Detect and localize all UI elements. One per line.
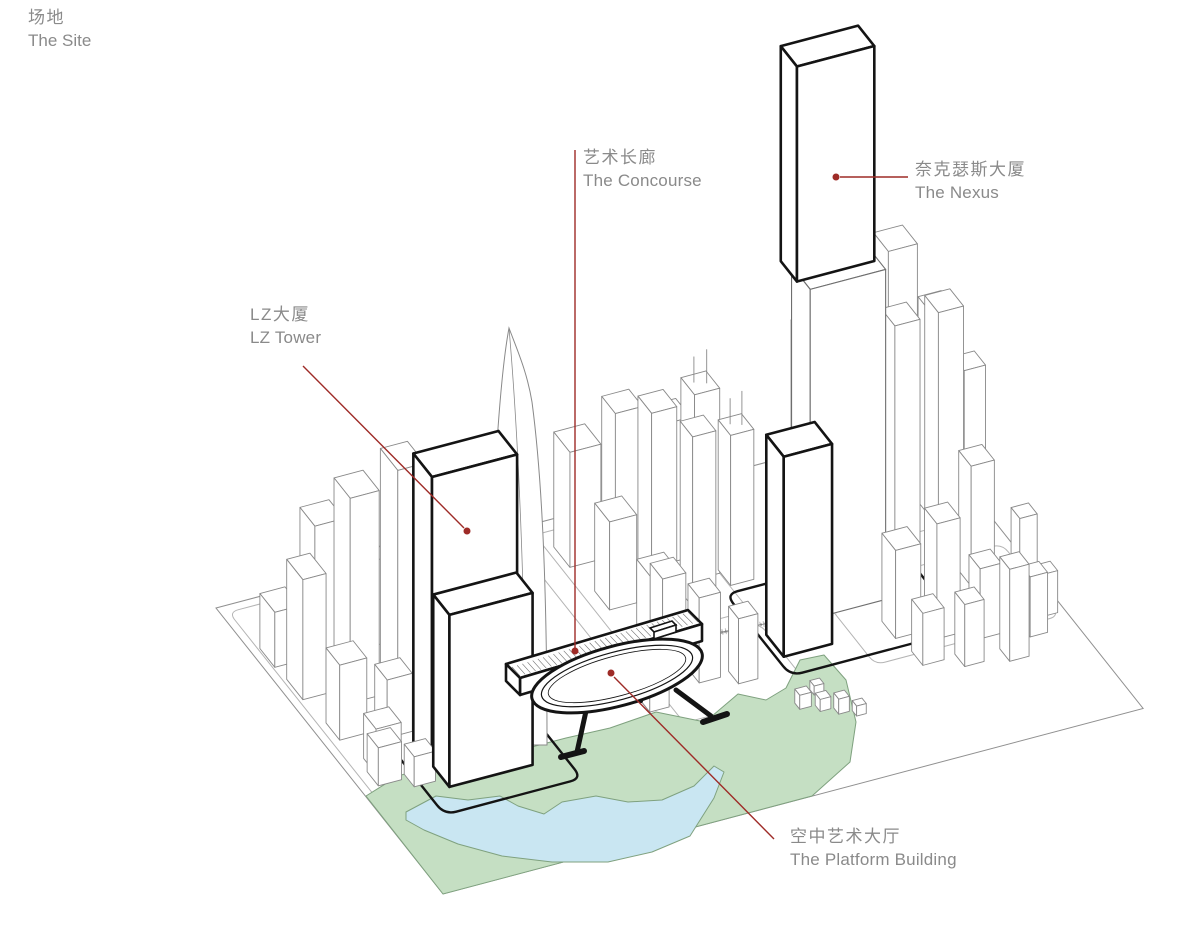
label-nexus-zh: 奈克瑟斯大厦 [915, 160, 1026, 179]
page-title-en: The Site [28, 31, 92, 50]
context-building-front [609, 514, 638, 611]
concourse-hatch [636, 627, 646, 639]
platform-leg-foot [558, 748, 587, 760]
label-nexus: 奈克瑟斯大厦 The Nexus [915, 158, 1026, 204]
leader-line-platform [613, 676, 775, 840]
context-building-front [302, 573, 327, 701]
concourse-hatch [511, 666, 521, 677]
page-title-zh: 场地 [28, 8, 65, 27]
context-building-left [553, 431, 571, 568]
concourse-hatch [620, 632, 631, 643]
page-title: 场地 The Site [28, 6, 91, 52]
nexus-tower-mass-front [782, 442, 834, 659]
platform-ellipse [530, 637, 704, 715]
context-building-front [377, 741, 402, 787]
context-building-left [379, 448, 399, 696]
label-nexus-en: The Nexus [915, 183, 1000, 202]
leader-dot-nexus [832, 173, 840, 181]
context-building-front [838, 695, 850, 715]
context-building-front [1029, 571, 1049, 638]
concourse-hatch [522, 663, 531, 674]
label-lz-tower: LZ大厦 LZ Tower [250, 303, 321, 349]
nexus-tower-mass-left [779, 44, 799, 283]
context-building-front [964, 599, 985, 668]
label-platform-en: The Platform Building [790, 850, 957, 869]
context-building-front [413, 750, 436, 788]
nexus-tower-mass-left [764, 433, 786, 659]
lz-tower-mass-left [412, 452, 434, 767]
concourse-hatch [677, 615, 688, 626]
context-building-front [799, 691, 812, 710]
leader-dot-platform [607, 669, 615, 677]
lz-tower-mass-front [448, 591, 534, 789]
concourse-hatch [682, 613, 693, 624]
context-building-front [819, 696, 832, 712]
context-building-front [738, 613, 759, 685]
concourse-hatch [542, 657, 552, 667]
concourse-hatch [630, 629, 641, 640]
label-concourse: 艺术长廊 The Concourse [583, 146, 702, 192]
context-building-left [286, 558, 304, 701]
concourse-hatch [625, 631, 636, 642]
context-building-left [728, 605, 739, 685]
context-building-front [894, 318, 921, 562]
concourse-hatch [563, 650, 573, 661]
concourse-bar-cap [504, 662, 522, 697]
lake [405, 765, 725, 863]
label-concourse-en: The Concourse [583, 171, 702, 190]
platform-leg [673, 687, 714, 719]
context-building-left [999, 556, 1011, 662]
platform-ellipse [547, 648, 687, 704]
label-lz-tower-zh: LZ大厦 [250, 305, 310, 324]
context-building-left [717, 419, 732, 586]
concourse-hatch [537, 658, 547, 669]
context-building-front [856, 703, 867, 717]
label-concourse-zh: 艺术长廊 [583, 148, 657, 167]
concourse-lip [653, 623, 677, 641]
context-building-front [339, 657, 368, 741]
leader-dot-concourse [571, 647, 579, 655]
label-platform-zh: 空中艺术大厅 [790, 827, 901, 846]
leader-dot-lz-tower [463, 527, 471, 535]
concourse-hatch [548, 655, 557, 666]
context-building-left [881, 532, 897, 639]
platform-ellipse [540, 644, 694, 708]
label-lz-tower-en: LZ Tower [250, 328, 322, 347]
context-building-front [1009, 563, 1030, 662]
platform-leg-foot [700, 711, 730, 725]
context-building-front [730, 428, 755, 586]
label-platform: 空中艺术大厅 The Platform Building [790, 825, 957, 871]
concourse-hatch [527, 661, 536, 672]
context-building-left [594, 502, 611, 611]
concourse-hatch [687, 611, 699, 623]
concourse-hatch [672, 616, 683, 627]
concourse-hatch [558, 652, 568, 662]
nexus-tower-mass-front [795, 44, 876, 283]
context-building-left [954, 591, 966, 668]
context-building-front [922, 607, 945, 666]
concourse-hatch [641, 626, 652, 637]
leader-line-lz-tower [302, 365, 465, 529]
lz-tower-mass-left [431, 593, 451, 789]
concourse-hatch [516, 665, 526, 675]
concourse-hatch [532, 660, 542, 670]
concourse-hatch [553, 653, 563, 664]
